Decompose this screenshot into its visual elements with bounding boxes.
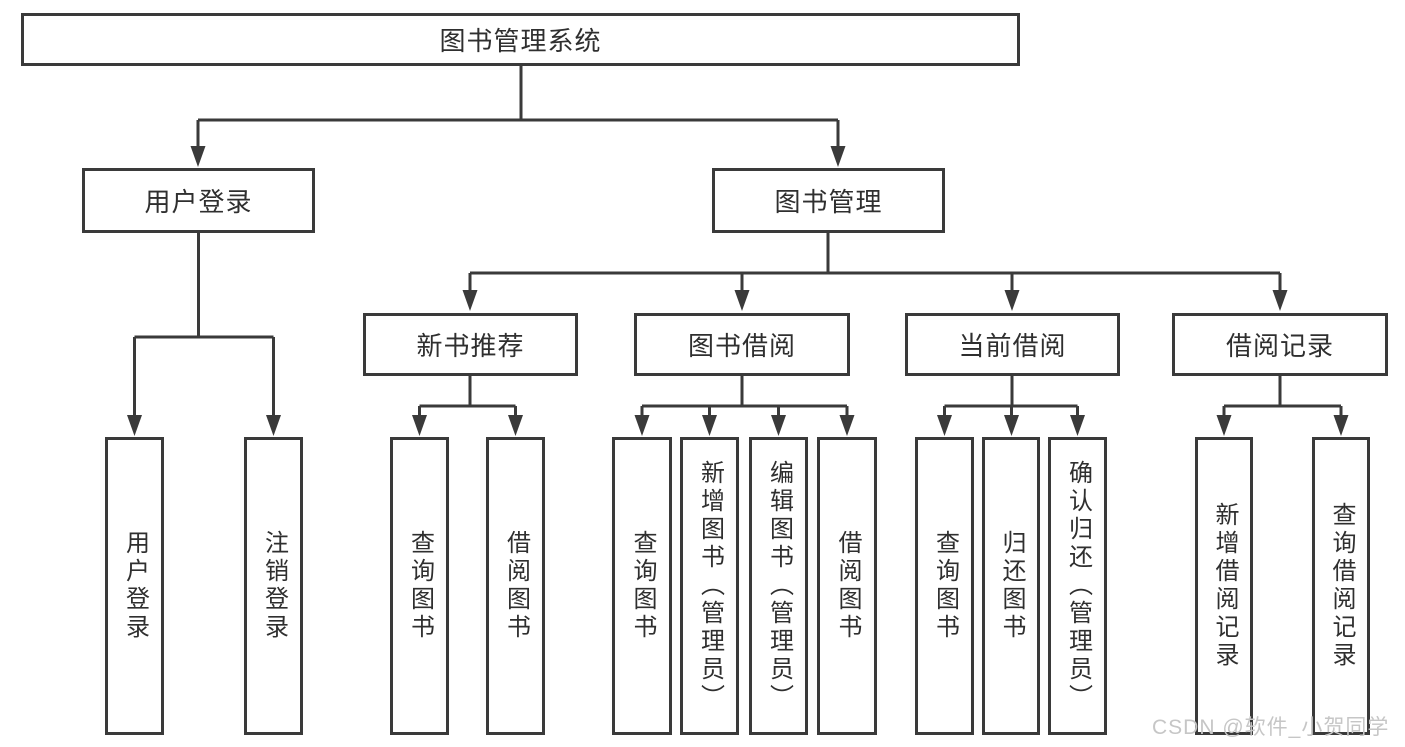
leaf-query-books-borrowing-label: 查询图书	[629, 530, 656, 642]
node-book-borrowing: 图书借阅	[634, 313, 850, 376]
leaf-query-books-current: 查询图书	[915, 437, 974, 735]
node-current-borrowing: 当前借阅	[905, 313, 1120, 376]
leaf-add-borrow-record-label: 新增借阅记录	[1211, 502, 1238, 670]
leaf-confirm-return-admin-label: 确认归还（管理员）	[1064, 460, 1092, 712]
leaf-add-book-admin-label: 新增图书（管理员）	[696, 460, 724, 712]
leaf-borrow-books-recommend: 借阅图书	[486, 437, 545, 735]
node-book-management-label: 图书管理	[774, 187, 883, 217]
leaf-return-books-label: 归还图书	[998, 530, 1025, 642]
leaf-logout: 注销登录	[244, 437, 303, 735]
node-library-system-label: 图书管理系统	[439, 26, 602, 56]
node-new-book-recommendation: 新书推荐	[363, 313, 578, 376]
leaf-edit-book-admin-label: 编辑图书（管理员）	[765, 460, 793, 712]
node-user-login: 用户登录	[82, 168, 315, 233]
leaf-add-borrow-record: 新增借阅记录	[1195, 437, 1253, 735]
node-library-system: 图书管理系统	[21, 13, 1020, 66]
leaf-query-borrow-record-label: 查询借阅记录	[1328, 502, 1355, 670]
node-borrowing-records-label: 借阅记录	[1225, 331, 1334, 361]
leaf-add-book-admin: 新增图书（管理员）	[680, 437, 739, 735]
leaf-return-books: 归还图书	[982, 437, 1040, 735]
leaf-user-login: 用户登录	[105, 437, 164, 735]
leaf-query-books-current-label: 查询图书	[931, 530, 959, 642]
node-new-book-recommendation-label: 新书推荐	[416, 331, 525, 361]
leaf-borrow-books-recommend-label: 借阅图书	[502, 530, 530, 642]
node-book-borrowing-label: 图书借阅	[687, 331, 796, 361]
leaf-borrow-books: 借阅图书	[817, 437, 877, 735]
leaf-query-books-borrowing: 查询图书	[612, 437, 672, 735]
csdn-watermark: CSDN @软件_小贺同学	[1152, 716, 1390, 739]
node-book-management: 图书管理	[712, 168, 945, 233]
leaf-user-login-label: 用户登录	[121, 530, 149, 642]
leaf-query-books-recommend: 查询图书	[390, 437, 449, 735]
leaf-logout-label: 注销登录	[260, 530, 288, 642]
leaf-borrow-books-label: 借阅图书	[834, 530, 861, 642]
leaf-query-books-recommend-label: 查询图书	[406, 530, 434, 642]
leaf-edit-book-admin: 编辑图书（管理员）	[749, 437, 808, 735]
leaf-confirm-return-admin: 确认归还（管理员）	[1048, 437, 1107, 735]
node-current-borrowing-label: 当前借阅	[958, 331, 1067, 361]
node-borrowing-records: 借阅记录	[1172, 313, 1388, 376]
node-user-login-label: 用户登录	[144, 187, 253, 217]
leaf-query-borrow-record: 查询借阅记录	[1312, 437, 1370, 735]
